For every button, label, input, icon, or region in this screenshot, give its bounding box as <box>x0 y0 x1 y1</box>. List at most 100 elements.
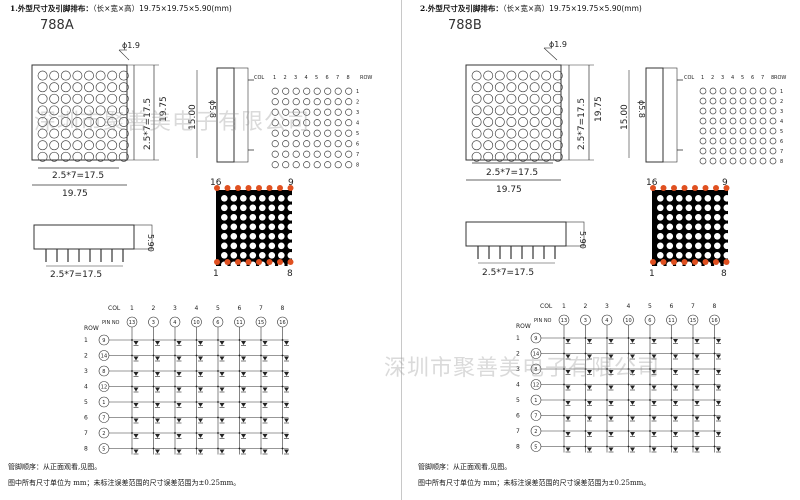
pin-pad <box>681 259 688 265</box>
junction-dot <box>195 370 198 372</box>
led-dot <box>259 252 266 259</box>
led-dot <box>704 214 712 221</box>
led-dot <box>769 157 777 165</box>
led-dot <box>506 140 517 151</box>
led-diode <box>219 434 225 438</box>
led-dot <box>84 82 94 93</box>
led-dot <box>719 127 727 135</box>
led-diode <box>565 432 571 436</box>
led-diode <box>198 372 203 376</box>
led-dot <box>334 140 342 148</box>
pin-pad <box>681 185 688 191</box>
led-diode <box>155 434 160 438</box>
tolerance-note: 图中所有尺寸单位为 mm；未标注误差范围的尺寸误差范围为±0.25mm。 <box>8 479 241 487</box>
led-dot <box>282 129 290 137</box>
led-dot <box>278 252 285 259</box>
led-diode <box>608 370 614 374</box>
led-diode <box>219 403 225 407</box>
led-dot <box>657 204 664 212</box>
junction-dot <box>627 337 630 339</box>
led-dot <box>739 147 747 155</box>
junction-dot <box>692 352 694 355</box>
junction-dot <box>195 416 198 419</box>
led-diode <box>608 416 614 421</box>
led-dot <box>72 140 83 151</box>
col-index: 7 <box>691 303 695 310</box>
junction-dot <box>649 399 651 401</box>
led-dot <box>699 107 707 115</box>
col-header-label: COL <box>684 75 694 81</box>
junction-dot <box>131 416 133 419</box>
led-dot <box>72 151 83 162</box>
junction-dot <box>174 447 176 450</box>
section-title: 2.外型尺寸及引脚排布： <box>420 4 503 13</box>
led-dot <box>313 87 321 95</box>
col-pin-number: 10 <box>193 320 199 326</box>
led-dot <box>471 117 482 127</box>
led-diode <box>133 403 139 407</box>
led-dot <box>729 127 737 135</box>
junction-dot <box>670 445 673 448</box>
led-dot <box>313 129 321 137</box>
led-diode <box>133 418 139 423</box>
led-dot <box>699 117 707 125</box>
led-diode <box>587 385 592 390</box>
led-diode <box>673 339 678 343</box>
junction-dot <box>692 430 694 432</box>
led-diode <box>241 434 246 438</box>
row-number: 3 <box>780 109 783 115</box>
bottom-view <box>33 224 153 267</box>
led-dot <box>324 140 332 148</box>
led-diode <box>155 449 160 454</box>
row-pin-number: 1 <box>534 398 537 404</box>
pin-pad <box>287 185 294 191</box>
pin-pad <box>713 185 719 191</box>
junction-dot <box>131 385 133 388</box>
led-dot <box>709 147 717 155</box>
led-dot <box>494 93 505 104</box>
led-diode <box>198 387 203 392</box>
row-pin-number: 12 <box>101 385 107 391</box>
row-header: ROW <box>516 323 531 330</box>
junction-dot <box>649 352 651 355</box>
led-dot <box>769 107 777 115</box>
led-diode <box>155 372 160 376</box>
col-index: 3 <box>605 303 609 310</box>
junction-dot <box>195 354 198 357</box>
junction-dot <box>217 370 219 372</box>
junction-dot <box>713 445 716 448</box>
led-dot <box>552 82 563 93</box>
led-dot <box>95 117 106 127</box>
led-dot <box>471 151 482 162</box>
front-view <box>465 64 563 162</box>
row-header: ROW <box>84 325 99 332</box>
led-dot <box>49 128 60 139</box>
side-view <box>628 67 683 163</box>
led-dot <box>303 119 311 127</box>
col-pin-number: 3 <box>584 318 587 324</box>
pin-pad <box>224 259 231 265</box>
led-dot <box>749 147 757 155</box>
col-pin-number: 16 <box>711 318 717 324</box>
led-dot <box>704 195 712 202</box>
led-dot <box>729 157 737 165</box>
led-dot <box>268 223 276 231</box>
led-diode <box>716 370 721 374</box>
row-header-label: ROW <box>360 75 372 81</box>
led-diode <box>198 434 203 438</box>
led-dot <box>494 128 505 139</box>
junction-dot <box>260 447 262 450</box>
led-dot <box>95 93 106 104</box>
led-dot <box>541 128 552 139</box>
led-dot <box>704 233 712 240</box>
led-dot <box>529 140 540 151</box>
led-dot <box>685 223 693 231</box>
junction-dot <box>563 445 565 448</box>
led-dot <box>769 117 777 125</box>
led-dot <box>685 214 693 221</box>
col-pin-number: 11 <box>668 318 674 324</box>
row-pin-number: 7 <box>102 416 105 422</box>
led-dot <box>529 117 540 127</box>
led-dot <box>278 195 285 202</box>
